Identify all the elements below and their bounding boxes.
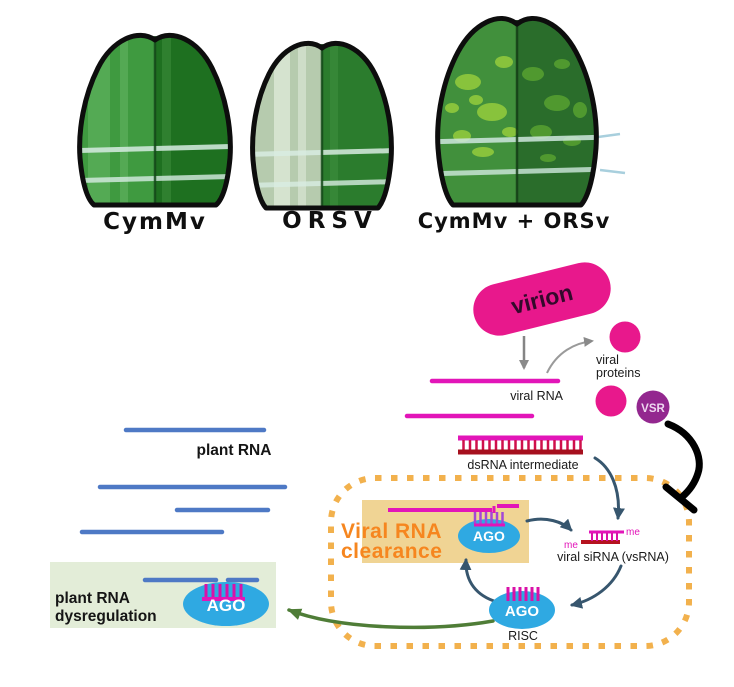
leaf-outline [435,16,599,208]
viral-rna-lines [404,378,561,419]
plant-rna-lines [79,427,288,583]
leaf-outline [250,40,394,211]
arrow-risc-to-dysregulation [287,608,495,630]
dsrna-duplex [458,435,583,455]
viral-protein-circle [609,321,641,353]
arrow-clearance-to-sirna [525,517,573,532]
vsr-inhibition [662,420,703,514]
leaf-panel: CymMv ORSV CymMv + ORSv [77,16,626,235]
viral-proteins-label-2: proteins [596,366,640,380]
viral-proteins-label-1: viral [596,353,619,367]
vsr-protein: VSR [636,390,670,424]
arrow-sirna-to-risc [570,564,623,609]
stripe-tick [599,168,626,175]
mosaic-spots-right [522,59,587,162]
stripe-tick [597,132,621,139]
clearance-label-2: clearance [341,540,442,563]
clearance-label-1: Viral RNA [341,520,442,543]
ago-label: AGO [505,603,540,620]
dysregulation-label-2: dysregulation [55,608,157,625]
virion: virion [473,262,611,336]
me-label: me [626,527,640,538]
pathway-diagram: virion VSR AGO me me [50,262,703,649]
leaf-orsv [250,40,394,211]
pathway-arrows [459,456,625,609]
mosaic-spots-left [445,56,518,157]
me-label: me [564,540,578,551]
arrow-dsrna-to-sirna [593,456,625,520]
ago-risc: AGO [489,587,555,629]
leaf-cymmv-orsv [435,16,626,208]
viral-sirna: me me [564,527,640,551]
sirna-label: viral siRNA (vsRNA) [557,550,669,564]
dotted-compartment-outline [328,475,692,649]
risc-label: RISC [508,629,538,643]
dysregulation-label-1: plant RNA [55,590,130,607]
ago-clearance: AGO [388,504,520,553]
viral-rna-label: viral RNA [510,389,563,403]
leaf-label-cymmv-orsv: CymMv + ORSv [418,209,611,233]
leaf-label-cymmv: CymMv [103,209,207,235]
arrow-risc-to-clearance [459,558,499,604]
ago-dysregulation: AGO [183,582,269,626]
leaf-cymmv [77,32,233,208]
dsrna-label: dsRNA intermediate [467,458,578,472]
viral-protein-circle [595,385,627,417]
ago-label: AGO [473,528,505,544]
arrow-rna-to-proteins [546,336,594,374]
leaf-outline [77,32,233,208]
leaf-label-orsv: ORSV [282,208,378,234]
vsr-label: VSR [641,403,665,415]
inhibition-bar [662,483,698,514]
ago-label: AGO [207,596,246,615]
plant-rna-label: plant RNA [197,442,272,459]
